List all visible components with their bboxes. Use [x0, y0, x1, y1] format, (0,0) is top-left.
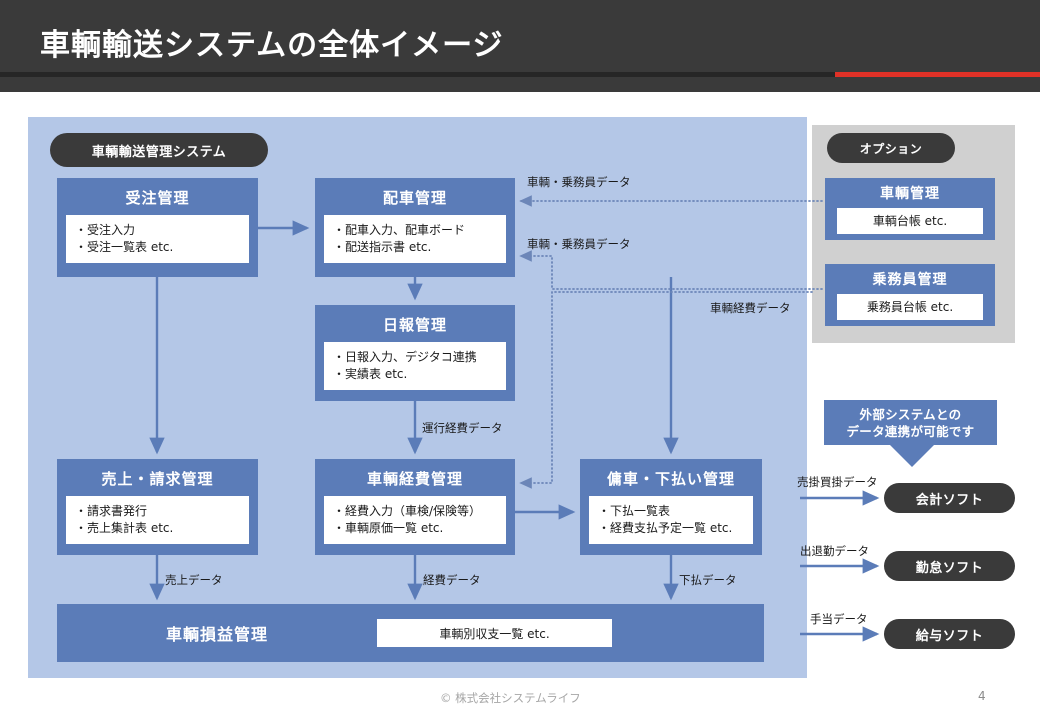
- module-title: 配車管理: [382, 189, 447, 207]
- module-sharyo-songi-kanri[interactable]: 車輌損益管理 車輌別収支一覧 etc.: [57, 604, 764, 662]
- label-operation-expense: 運行経費データ: [422, 421, 503, 435]
- module-body-line: ・経費支払予定一覧 etc.: [598, 521, 733, 535]
- module-body-line: ・請求書発行: [75, 504, 148, 518]
- module-body-line: ・車輌原価一覧 etc.: [333, 521, 444, 535]
- label-sales-data: 売上データ: [165, 573, 223, 587]
- option-module-sharyo-kanri[interactable]: 車輌管理 車輌台帳 etc.: [825, 178, 995, 240]
- external-integration-callout: 外部システムとの データ連携が可能です: [824, 400, 997, 445]
- footer-page-number: 4: [978, 689, 986, 703]
- footer-copyright: © 株式会社システムライフ: [440, 691, 581, 705]
- callout-line-2: データ連携が可能です: [846, 423, 975, 439]
- module-sharyo-keihi-kanri[interactable]: 車輌経費管理 ・経費入力（車検/保険等） ・車輌原価一覧 etc.: [315, 459, 515, 555]
- module-haisha-kanri[interactable]: 配車管理 ・配車入力、配車ボード ・配送指示書 etc.: [315, 178, 515, 277]
- callout-line-1: 外部システムとの: [859, 406, 962, 422]
- module-uriage-seikyu-kanri[interactable]: 売上・請求管理 ・請求書発行 ・売上集計表 etc.: [57, 459, 258, 555]
- module-body: ・日報入力、デジタコ連携 ・実績表 etc.: [324, 342, 506, 390]
- label-payment-data: 下払データ: [679, 573, 737, 587]
- header-rule-dark: [0, 72, 835, 77]
- module-title: 受注管理: [125, 189, 190, 207]
- module-body-line: ・下払一覧表: [598, 504, 671, 518]
- module-body-line: ・実績表 etc.: [333, 367, 408, 381]
- module-juchu-kanri[interactable]: 受注管理 ・受注入力 ・受注一覧表 etc.: [57, 178, 258, 277]
- module-body-line: ・受注一覧表 etc.: [75, 240, 174, 254]
- module-body-line: ・経費入力（車検/保険等）: [333, 504, 482, 518]
- module-title: 売上・請求管理: [101, 470, 214, 488]
- option-badge: オプション: [827, 133, 955, 163]
- option-module-jomuin-kanri[interactable]: 乗務員管理 乗務員台帳 etc.: [825, 264, 995, 326]
- module-body-line: ・配車入力、配車ボード: [333, 223, 466, 237]
- module-title: 傭車・下払い管理: [606, 470, 735, 488]
- module-body: ・請求書発行 ・売上集計表 etc.: [66, 496, 249, 544]
- module-body: ・受注入力 ・受注一覧表 etc.: [66, 215, 249, 263]
- external-system-accounting[interactable]: 会計ソフト: [884, 483, 1015, 513]
- callout-tail: [890, 445, 934, 467]
- external-system-payroll[interactable]: 給与ソフト: [884, 619, 1015, 649]
- module-title: 日報管理: [382, 316, 447, 334]
- module-body: ・配車入力、配車ボード ・配送指示書 etc.: [324, 215, 506, 263]
- header-rule-accent: [835, 72, 1040, 77]
- module-title: 車輌管理: [880, 186, 940, 202]
- module-body-line: ・売上集計表 etc.: [75, 521, 174, 535]
- label-vehicle-expense: 車輌経費データ: [710, 301, 791, 315]
- module-body: ・経費入力（車検/保険等） ・車輌原価一覧 etc.: [324, 496, 506, 544]
- module-yousha-shiharai-kanri[interactable]: 傭車・下払い管理 ・下払一覧表 ・経費支払予定一覧 etc.: [580, 459, 762, 555]
- label-attendance-data: 出退勤データ: [800, 544, 869, 558]
- module-title: 乗務員管理: [872, 272, 948, 288]
- module-title: 車輌損益管理: [165, 625, 268, 644]
- label-payroll-data: 手当データ: [810, 612, 868, 626]
- module-body: 乗務員台帳 etc.: [837, 294, 983, 320]
- external-system-attendance[interactable]: 勤怠ソフト: [884, 551, 1015, 581]
- label-accounting-data: 売掛買掛データ: [797, 475, 878, 489]
- system-badge: 車輌輸送管理システム: [50, 133, 268, 167]
- module-body: 車輌別収支一覧 etc.: [377, 619, 612, 647]
- module-title: 車輌経費管理: [366, 470, 463, 488]
- module-body-line: ・配送指示書 etc.: [333, 240, 432, 254]
- module-body-line: ・日報入力、デジタコ連携: [333, 350, 477, 364]
- module-body: 車輌台帳 etc.: [837, 208, 983, 234]
- label-vehicle-crew-mid: 車輌・乗務員データ: [527, 237, 631, 251]
- slide-header: 車輌輸送システムの全体イメージ: [0, 0, 1040, 92]
- module-nippo-kanri[interactable]: 日報管理 ・日報入力、デジタコ連携 ・実績表 etc.: [315, 305, 515, 401]
- module-body-line: ・受注入力: [75, 223, 136, 237]
- module-body: ・下払一覧表 ・経費支払予定一覧 etc.: [589, 496, 753, 544]
- label-vehicle-crew-top: 車輌・乗務員データ: [527, 175, 631, 189]
- label-expense-data: 経費データ: [423, 573, 481, 587]
- page-title: 車輌輸送システムの全体イメージ: [40, 28, 504, 63]
